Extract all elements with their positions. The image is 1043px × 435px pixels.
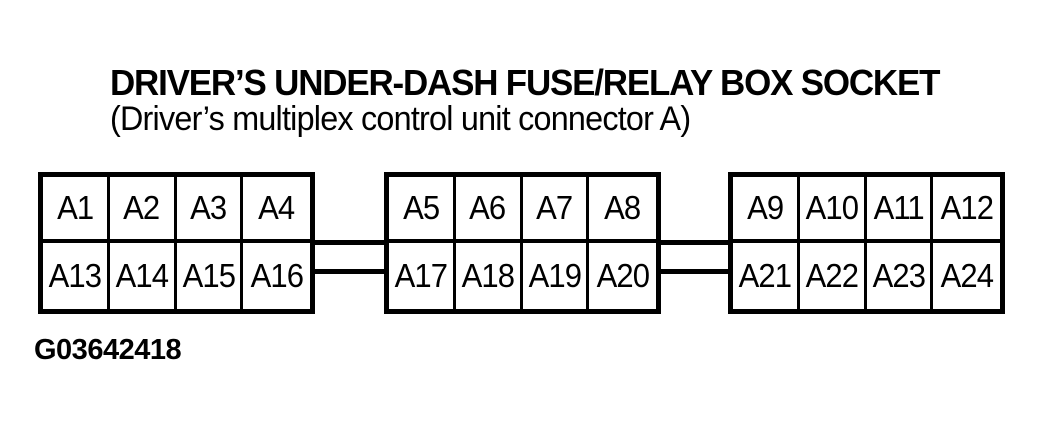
socket-cell-a23: A23 xyxy=(867,243,934,309)
socket-cell-a12: A12 xyxy=(933,177,1000,243)
socket-cell-a17: A17 xyxy=(389,243,456,309)
bridge-line-gap1-lower xyxy=(312,269,388,274)
diagram-subtitle: (Driver’s multiplex control unit connect… xyxy=(110,100,691,138)
socket-cell-a8: A8 xyxy=(589,177,656,243)
socket-cell-a10: A10 xyxy=(799,177,867,243)
bridge-line-gap2-upper xyxy=(657,240,732,245)
socket-cell-a15: A15 xyxy=(177,243,244,309)
bridge-line-gap2-lower xyxy=(657,269,732,274)
socket-cell-a2: A2 xyxy=(109,177,177,243)
figure-code: G03642418 xyxy=(34,334,182,366)
socket-cell-a14: A14 xyxy=(110,243,177,309)
socket-cell-a13: A13 xyxy=(43,243,110,309)
socket-cell-a6: A6 xyxy=(455,177,523,243)
socket-cell-a19: A19 xyxy=(523,243,590,309)
socket-cell-a20: A20 xyxy=(596,257,649,294)
socket-cell-a5: A5 xyxy=(389,177,456,243)
socket-cell-a21: A21 xyxy=(733,243,800,309)
socket-cell-a18: A18 xyxy=(456,243,523,309)
connector-block-1: A1 A2 A3 A4 A13 A14 A15 A16 xyxy=(38,172,315,314)
socket-cell-a4: A4 xyxy=(243,177,310,243)
socket-cell-a16: A16 xyxy=(250,257,303,294)
socket-cell-a24: A24 xyxy=(940,257,993,294)
socket-cell-a9: A9 xyxy=(733,177,800,243)
diagram-title: DRIVER’S UNDER-DASH FUSE/RELAY BOX SOCKE… xyxy=(110,62,940,103)
socket-cell-a3: A3 xyxy=(176,177,244,243)
connector-block-3: A9 A10 A11 A12 A21 A22 A23 A24 xyxy=(728,172,1005,314)
socket-cell-a7: A7 xyxy=(522,177,590,243)
connector-block-2: A5 A6 A7 A8 A17 A18 A19 A20 xyxy=(384,172,661,314)
socket-cell-a11: A11 xyxy=(866,177,934,243)
bridge-line-gap1-upper xyxy=(312,240,388,245)
socket-cell-a1: A1 xyxy=(43,177,110,243)
socket-cell-a22: A22 xyxy=(800,243,867,309)
